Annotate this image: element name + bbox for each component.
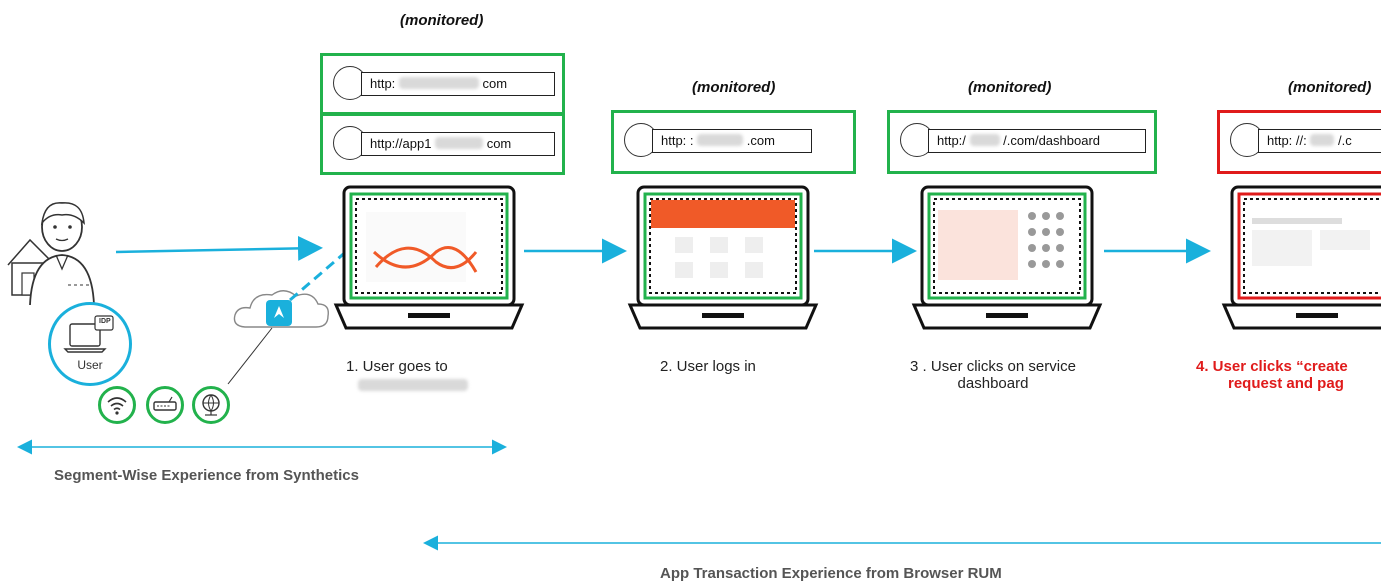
redacted-text — [358, 379, 468, 391]
url-bar-step1-top: http: com — [361, 72, 555, 96]
laptop-step2 — [627, 185, 819, 330]
url-suffix: com — [482, 76, 508, 91]
laptop-icon — [63, 315, 114, 353]
synthetic-agent-icon — [266, 300, 292, 326]
url-frame-step4: http: //: /.c — [1217, 110, 1381, 174]
agent-arrow-icon — [274, 306, 284, 318]
url-suffix: com — [486, 136, 512, 151]
router-node — [146, 386, 184, 424]
laptop-step1 — [333, 185, 525, 330]
monitored-label-step1: (monitored) — [400, 12, 484, 29]
monitored-label-step2: (monitored) — [692, 79, 776, 96]
step4-caption: 4. User clicks “create request and pag — [1196, 358, 1381, 392]
user-figure — [0, 195, 120, 335]
url-prefix: http:/ — [937, 133, 966, 148]
globe-node — [192, 386, 230, 424]
step3-text-line2: dashboard — [957, 375, 1029, 392]
step2-caption: 2. User logs in — [660, 358, 756, 375]
url-suffix: .com — [746, 133, 775, 148]
wifi-icon — [107, 397, 127, 415]
url-frame-step3: http:/ /.com/dashboard — [887, 110, 1157, 174]
step1-text: 1. User goes to — [346, 358, 448, 375]
idp-label: IDP — [99, 318, 111, 325]
step3-text-line1: 3 . User clicks on service — [910, 358, 1076, 375]
step4-text-line2: request and pag — [1228, 375, 1344, 392]
url-bar-step1-bottom: http://app1 com — [361, 132, 555, 156]
router-icon — [153, 396, 177, 411]
url-bar-step2: http: : .com — [652, 129, 812, 153]
redacted-text — [969, 134, 1000, 146]
wifi-node — [98, 386, 136, 424]
monitored-label-step3: (monitored) — [968, 79, 1052, 96]
url-suffix: /.c — [1338, 133, 1352, 148]
laptop-step3 — [911, 185, 1103, 330]
url-prefix: http://app1 — [370, 136, 432, 151]
redacted-text — [697, 134, 744, 146]
user-label: User — [77, 358, 103, 372]
step3-caption: 3 . User clicks on service dashboard — [898, 358, 1088, 392]
url-frame-step1-top: http: com — [320, 53, 565, 115]
url-frame-step2: http: : .com — [611, 110, 856, 174]
redacted-text — [1310, 134, 1335, 146]
person-with-house-icon — [7, 202, 95, 306]
monitored-label-step4: (monitored) — [1288, 79, 1372, 96]
url-prefix: http: — [370, 76, 396, 91]
url-bar-step4: http: //: /.c — [1258, 129, 1381, 153]
url-prefix: http: : — [661, 133, 694, 148]
url-prefix: http: //: — [1267, 133, 1307, 148]
url-bar-step3: http:/ /.com/dashboard — [928, 129, 1146, 153]
synthetics-label: Segment-Wise Experience from Synthetics — [54, 467, 359, 484]
user-device-badge: IDP User — [48, 302, 132, 386]
globe-network-icon — [202, 394, 220, 416]
step4-text-line1: 4. User clicks “create — [1196, 358, 1348, 375]
redacted-text — [435, 137, 484, 149]
laptop-step4 — [1221, 185, 1381, 330]
rum-label: App Transaction Experience from Browser … — [660, 565, 1002, 582]
redacted-text — [398, 77, 479, 89]
step1-caption: 1. User goes to — [346, 358, 496, 394]
url-frame-step1-bottom: http://app1 com — [320, 113, 565, 175]
url-suffix: /.com/dashboard — [1003, 133, 1101, 148]
